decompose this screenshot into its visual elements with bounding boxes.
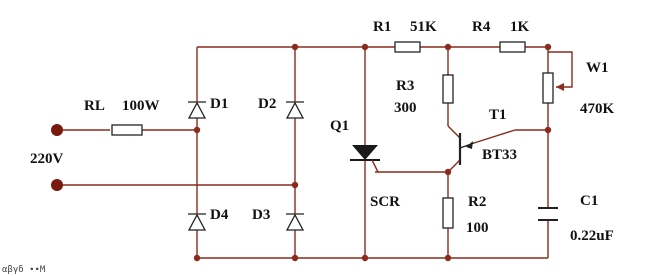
scr-q1 [350, 140, 380, 173]
resistor-r1 [394, 41, 421, 53]
junction-dots [193, 43, 552, 262]
resistor-r4 [499, 41, 526, 53]
diode-d2 [285, 88, 305, 119]
diode-d3 [285, 200, 305, 231]
label-c1: C1 [580, 193, 598, 209]
label-rl-value: 100W [122, 98, 160, 114]
label-rl: RL [84, 98, 105, 114]
label-r2: R2 [468, 194, 486, 210]
label-q1: Q1 [330, 118, 349, 134]
label-r4-value: 1K [510, 19, 530, 35]
label-scr: SCR [370, 194, 400, 210]
label-r3: R3 [396, 78, 414, 94]
label-t1-type: BT33 [482, 147, 517, 163]
transistor-t1 [458, 133, 475, 165]
resistor-r3 [442, 74, 454, 104]
label-r1: R1 [373, 19, 391, 35]
label-d4: D4 [210, 207, 229, 223]
diode-d1 [187, 88, 207, 119]
label-voltage: 220V [30, 151, 64, 167]
diode-d4 [187, 200, 207, 231]
ac-input-terminals [51, 124, 63, 191]
capacitor-c1 [538, 207, 558, 221]
label-d2: D2 [258, 96, 276, 112]
label-r3-value: 300 [394, 100, 417, 116]
label-t1: T1 [489, 107, 507, 123]
label-c1-value: 0.22uF [570, 228, 614, 244]
label-r2-value: 100 [466, 220, 489, 236]
label-r1-value: 51K [410, 19, 437, 35]
potentiometer-w1 [542, 72, 554, 104]
label-w1-value: 470K [580, 101, 615, 117]
load-resistor-rl [111, 124, 143, 136]
label-d1: D1 [210, 96, 228, 112]
watermark: αβγδ ∙∙M [2, 265, 46, 275]
resistor-r2 [442, 197, 454, 229]
label-w1: W1 [586, 60, 609, 76]
label-r4: R4 [472, 19, 491, 35]
label-d3: D3 [252, 207, 270, 223]
